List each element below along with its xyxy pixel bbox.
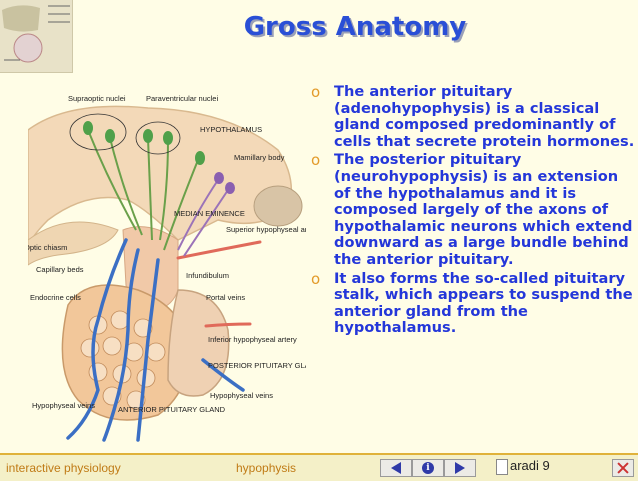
slide-title: Gross Anatomy	[243, 12, 467, 42]
label-inferior-hypophyseal-artery: Inferior hypophyseal artery	[208, 335, 297, 344]
label-anterior-pituitary-gland: ANTERIOR PITUITARY GLAND	[118, 405, 226, 414]
label-posterior-pituitary-gland: POSTERIOR PITUITARY GLAND	[208, 361, 306, 370]
bullet-marker: o	[311, 151, 321, 170]
bullet-item: o It also forms the so-called pituitary s…	[308, 269, 638, 337]
previous-slide-button[interactable]	[380, 459, 412, 477]
label-mamillary-body: Mamillary body	[234, 153, 285, 162]
next-slide-button[interactable]	[444, 459, 476, 477]
label-infundibulum: Infundibulum	[186, 271, 229, 280]
label-supraoptic: Supraoptic nuclei	[68, 94, 126, 103]
label-optic-chiasm: Optic chiasm	[28, 243, 67, 252]
page-credit: aradi 9	[510, 458, 550, 473]
bullet-item: o The posterior pituitary (neurohypophysi…	[308, 152, 638, 268]
document-icon[interactable]	[496, 459, 508, 475]
footer-course-label: interactive physiology	[6, 461, 121, 475]
bullet-text: The posterior pituitary (neurohypophysis…	[334, 151, 633, 268]
info-icon: i	[422, 462, 434, 474]
pituitary-anatomy-diagram: Supraoptic nuclei Paraventricular nuclei…	[24, 90, 321, 442]
label-paraventricular: Paraventricular nuclei	[146, 94, 218, 103]
label-hypophyseal-veins-left: Hypophyseal veins	[32, 401, 95, 410]
bullet-item: o The anterior pituitary (adenohypophysis…	[308, 83, 638, 150]
arrow-left-icon	[391, 462, 401, 474]
footer-bar: interactive physiology hypophysis	[0, 453, 638, 481]
close-button[interactable]	[612, 459, 634, 477]
info-button[interactable]: i	[412, 459, 444, 477]
label-median-eminence: MEDIAN EMINENCE	[174, 209, 245, 218]
arrow-right-icon	[455, 462, 465, 474]
label-hypothalamus: HYPOTHALAMUS	[200, 125, 262, 134]
thumbnail-image	[0, 0, 73, 73]
bullet-marker: o	[311, 83, 321, 101]
bullet-text: It also forms the so-called pituitary st…	[334, 269, 633, 337]
footer-topic-label: hypophysis	[236, 461, 297, 475]
label-superior-hypophyseal-artery: Superior hypophyseal artery	[226, 225, 306, 234]
label-endocrine-cells: Endocrine cells	[30, 293, 81, 302]
bullet-marker: o	[311, 269, 321, 288]
bullet-list: o The anterior pituitary (adenohypophysis…	[308, 83, 638, 339]
label-hypophyseal-veins-right: Hypophyseal veins	[210, 391, 273, 400]
bullet-text: The anterior pituitary (adenohypophysis)…	[334, 83, 635, 150]
label-portal-veins: Portal veins	[206, 293, 245, 302]
label-capillary-beds: Capillary beds	[36, 265, 84, 274]
